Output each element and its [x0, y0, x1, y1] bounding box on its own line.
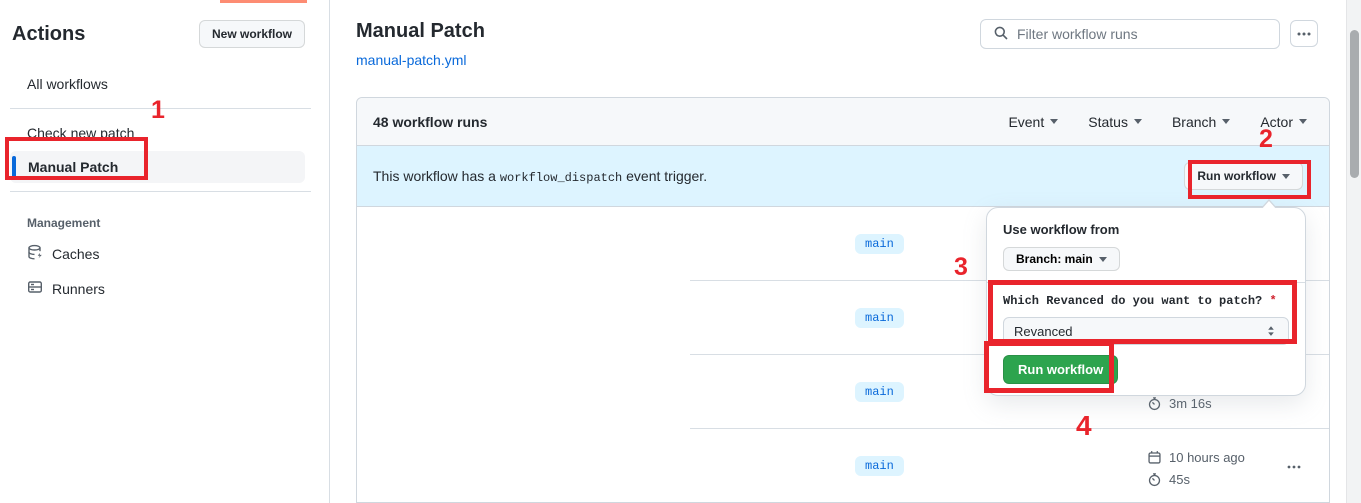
run-duration: 45s [1147, 472, 1190, 487]
banner-text: This workflow has a workflow_dispatch ev… [373, 167, 708, 185]
stopwatch-icon [1148, 397, 1161, 411]
search-placeholder: Filter workflow runs [1017, 26, 1138, 42]
runs-list-header: 48 workflow runs Event Status Branch Act… [357, 98, 1329, 146]
chevron-down-icon [1098, 256, 1107, 262]
page-scrollbar-thumb[interactable] [1350, 30, 1359, 178]
stopwatch-icon [1148, 473, 1161, 487]
workflow-nav: All workflows Check new patch Manual Pat… [0, 68, 329, 306]
cache-icon [27, 244, 43, 263]
workflow-run-row[interactable]: main 3m 16s [357, 355, 1329, 429]
workflow-options-kebab-button[interactable] [1290, 20, 1318, 47]
run-workflow-dropdown-panel: Use workflow from Branch: main Which Rev… [986, 199, 1306, 396]
chevron-down-icon [1133, 119, 1142, 124]
filter-runs-search[interactable]: Filter workflow runs [980, 19, 1280, 49]
main-content: Manual Patch manual-patch.yml Filter wor… [331, 0, 1346, 503]
updown-arrows-icon [1268, 326, 1274, 336]
sidebar-item-label: Caches [52, 245, 100, 262]
actions-sidebar: Actions New workflow All workflows Check… [0, 0, 330, 503]
run-workflow-dropdown-button[interactable]: Run workflow [1184, 162, 1303, 190]
branch-badge[interactable]: main [855, 308, 904, 328]
page-scrollbar-track[interactable] [1346, 0, 1361, 503]
sidebar-item-caches[interactable]: Caches [0, 236, 329, 271]
chevron-down-icon [1282, 173, 1290, 179]
filter-status[interactable]: Status [1088, 114, 1142, 130]
run-timestamp: 10 hours ago [1147, 450, 1245, 465]
calendar-icon [1148, 451, 1161, 464]
workflow-file-link[interactable]: manual-patch.yml [356, 52, 467, 68]
branch-select-button[interactable]: Branch: main [1003, 247, 1120, 271]
panel-caret [1261, 201, 1277, 210]
filter-event[interactable]: Event [1008, 114, 1059, 130]
revanced-select[interactable]: Revanced [1003, 317, 1289, 345]
required-marker: * [1269, 294, 1277, 308]
sidebar-item-check-new-patch[interactable]: Check new patch [27, 125, 135, 141]
sidebar-header: Actions New workflow [0, 0, 329, 48]
sidebar-item-all-workflows[interactable]: All workflows [27, 76, 108, 92]
active-tab-accent-bar [220, 0, 307, 3]
selected-accent-bar [12, 156, 16, 178]
workflow-runs-count: 48 workflow runs [373, 113, 488, 130]
chevron-down-icon [1299, 119, 1307, 124]
run-workflow-submit-button[interactable]: Run workflow [1003, 355, 1119, 384]
run-duration: 3m 16s [1147, 396, 1212, 411]
run-filters: Event Status Branch Actor [1008, 114, 1313, 130]
runners-icon [27, 279, 43, 298]
branch-badge[interactable]: main [855, 234, 904, 254]
search-icon [993, 25, 1009, 44]
workflow-run-row[interactable]: main 10 hours ago 45s [357, 429, 1329, 503]
sidebar-item-runners[interactable]: Runners [0, 271, 329, 306]
divider [987, 282, 1305, 283]
chevron-down-icon [1222, 119, 1231, 124]
divider [10, 191, 311, 192]
sidebar-item-label: Manual Patch [28, 159, 119, 175]
workflow-runs-panel: 48 workflow runs Event Status Branch Act… [356, 97, 1330, 503]
kebab-icon [1297, 32, 1311, 35]
sidebar-item-manual-patch[interactable]: Manual Patch [10, 151, 305, 183]
sidebar-item-label: Runners [52, 280, 105, 297]
new-workflow-button[interactable]: New workflow [198, 20, 305, 48]
code-span: workflow_dispatch [499, 170, 623, 185]
kebab-icon [1287, 465, 1301, 469]
management-section-label: Management [27, 216, 101, 230]
filter-actor[interactable]: Actor [1260, 114, 1307, 130]
chevron-down-icon [1050, 119, 1059, 124]
page-title: Manual Patch [356, 20, 485, 42]
filter-branch[interactable]: Branch [1172, 114, 1231, 130]
use-workflow-from-label: Use workflow from [1003, 222, 1120, 237]
branch-badge[interactable]: main [855, 382, 904, 402]
run-options-kebab-button[interactable] [1279, 457, 1309, 477]
branch-badge[interactable]: main [855, 456, 904, 476]
workflow-dispatch-banner: This workflow has a workflow_dispatch ev… [357, 146, 1329, 207]
workflow-input-label: Which Revanced do you want to patch? * [1003, 294, 1277, 308]
divider [10, 108, 311, 109]
row-divider [690, 428, 1329, 429]
sidebar-title: Actions [12, 22, 86, 45]
